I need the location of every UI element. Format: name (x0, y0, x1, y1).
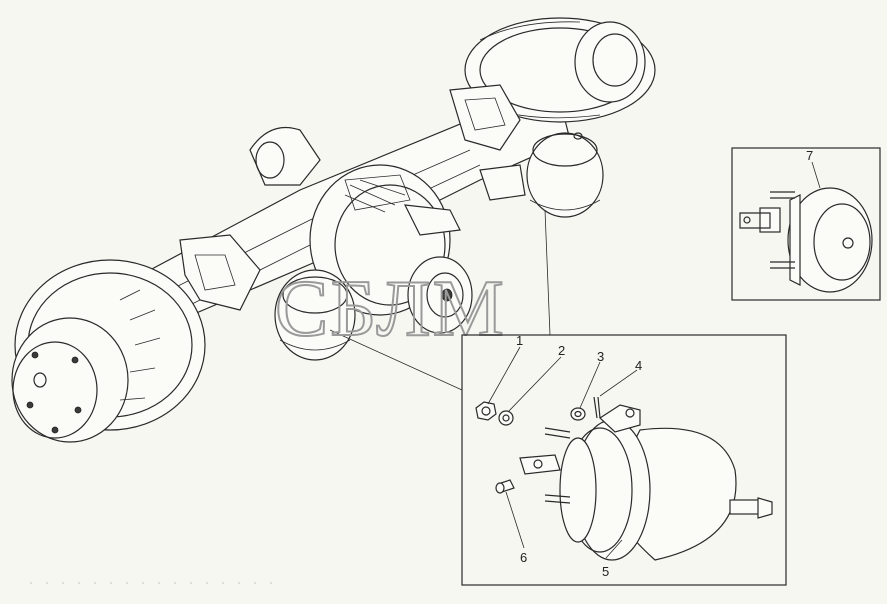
right-wheel-hub (464, 17, 656, 123)
part-6-clevis-pin (495, 479, 515, 494)
upper-brake-chamber (479, 132, 604, 218)
part-1-nut (475, 401, 497, 421)
axle-assembly (11, 17, 656, 443)
part-4-cotter-pin (593, 396, 601, 419)
part-3-washer (570, 407, 586, 421)
callout-7: 7 (806, 148, 813, 163)
callout-2: 2 (558, 343, 565, 358)
callout-6: 6 (520, 550, 527, 565)
detail-box-7: 7 (731, 147, 881, 301)
callout-5: 5 (602, 564, 609, 579)
part-5-brake-chamber (519, 404, 773, 561)
callout-4: 4 (635, 358, 642, 373)
callout-1: 1 (516, 333, 523, 348)
exploded-detail-box: 1 2 3 4 5 6 (461, 333, 787, 586)
part-2-washer (498, 410, 514, 426)
left-wheel-hub (11, 259, 206, 443)
lower-brake-chamber (274, 269, 356, 361)
differential-housing (309, 164, 473, 334)
watermark: СБЛМ (275, 265, 506, 353)
callout-3: 3 (597, 349, 604, 364)
